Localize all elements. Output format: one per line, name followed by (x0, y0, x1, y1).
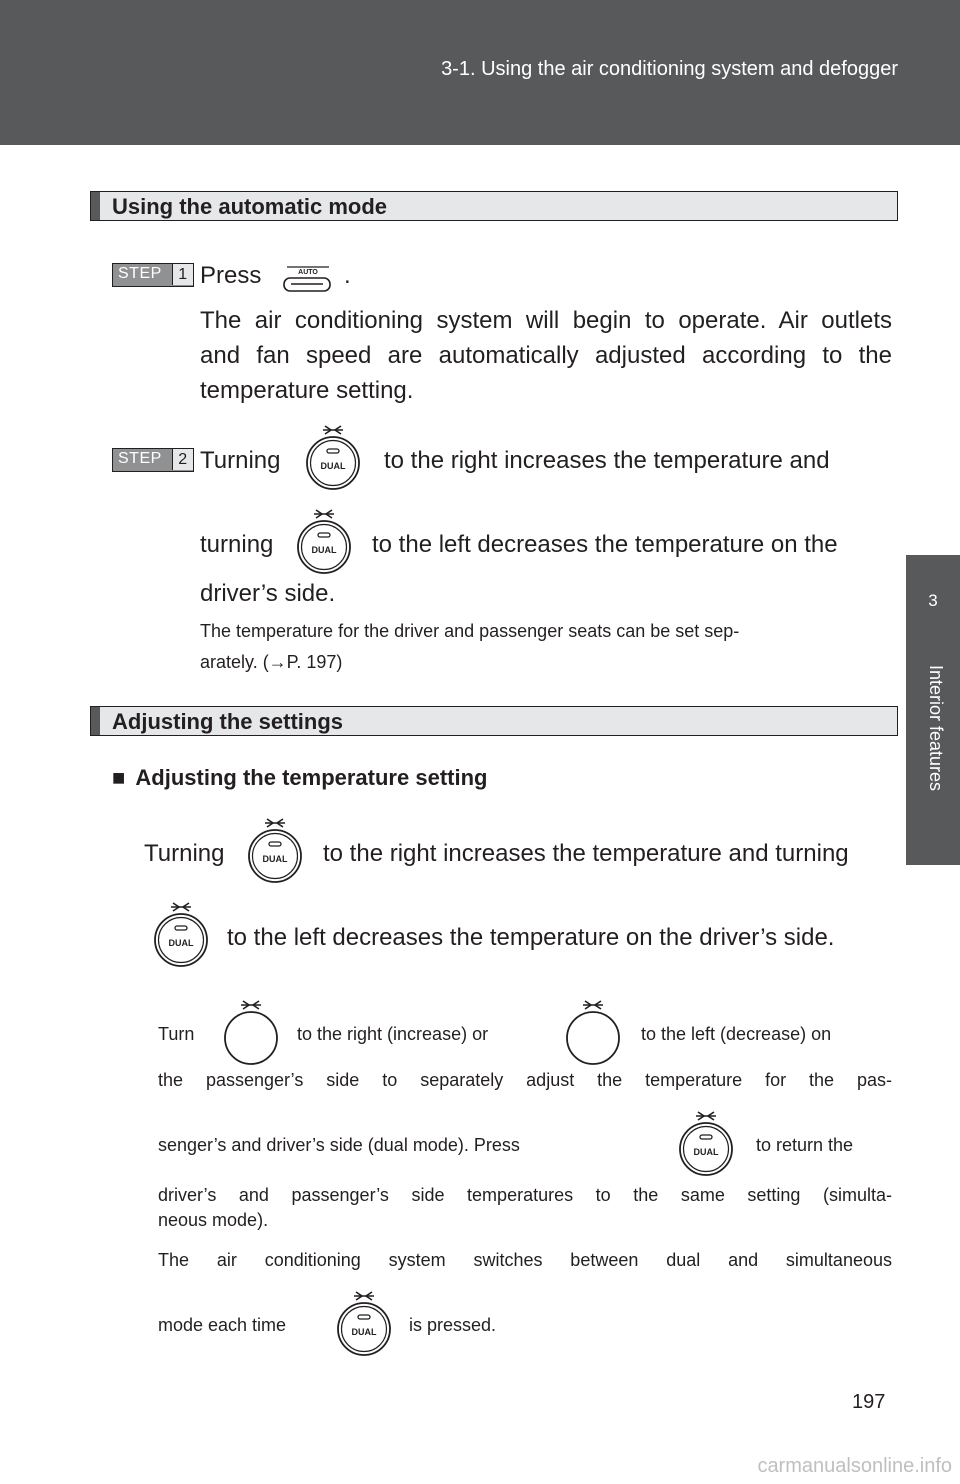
auto-button-icon: AUTO (281, 263, 333, 298)
svg-text:DUAL: DUAL (169, 938, 194, 948)
svg-text:DUAL: DUAL (694, 1147, 719, 1157)
body-text: to the right increases the temperature a… (323, 840, 849, 867)
step-word: STEP (118, 265, 162, 282)
step-1-desc-line: and fan speed are automatically adjusted… (200, 342, 892, 369)
step-2-text: driver’s side. (200, 580, 336, 607)
svg-text:DUAL: DUAL (352, 1327, 377, 1337)
dual-dial-icon: DUAL (294, 505, 354, 575)
step-number: 1 (172, 264, 193, 285)
note-text: neous mode). (158, 1210, 269, 1230)
step-1-desc-line: The air conditioning system will begin t… (200, 307, 892, 334)
body-text: to the left decreases the temperature on… (227, 924, 835, 951)
note-text: driver’s and passenger’s side temperatur… (158, 1185, 892, 1205)
step-1-desc-line: temperature setting. (200, 377, 414, 404)
step-2-text: turning (200, 531, 274, 558)
section-heading-text: Adjusting the settings (112, 709, 343, 734)
section-heading-automatic-mode: Using the automatic mode (90, 191, 898, 221)
note-text: mode each time (158, 1315, 287, 1335)
subheading-text: Adjusting the temperature setting (135, 765, 488, 790)
body-text: Turning (144, 840, 225, 867)
passenger-dial-icon (563, 996, 623, 1066)
auto-label: AUTO (298, 269, 318, 276)
chapter-label: Interior features (926, 665, 946, 792)
step-1-press-text: Press (200, 262, 262, 289)
svg-text:DUAL: DUAL (312, 545, 337, 555)
svg-text:DUAL: DUAL (321, 461, 346, 471)
chapter-number: 3 (928, 591, 938, 610)
section-heading-adjusting-settings: Adjusting the settings (90, 706, 898, 736)
step-2-text: to the left decreases the temperature on… (372, 531, 838, 558)
step-1-badge: STEP 1 (112, 263, 194, 287)
step-2-note: The temperature for the driver and passe… (200, 621, 740, 641)
chapter-tab: 3 Interior features (906, 555, 960, 865)
note-text: senger’s and driver’s side (dual mode). … (158, 1135, 520, 1155)
dual-dial-icon: DUAL (245, 814, 305, 884)
dual-dial-icon: DUAL (676, 1107, 736, 1177)
dual-dial-icon: DUAL (303, 421, 363, 491)
step-1-period: . (344, 262, 351, 289)
step-number: 2 (172, 449, 193, 470)
step-2-note: arately. (→P. 197) (200, 652, 343, 672)
svg-text:DUAL: DUAL (263, 854, 288, 864)
header-title: 3-1. Using the air conditioning system a… (441, 58, 898, 80)
dual-dial-icon: DUAL (151, 898, 211, 968)
bullet-icon: ■ (112, 765, 126, 790)
page-number: 197 (852, 1391, 886, 1413)
section-heading-text: Using the automatic mode (112, 194, 388, 219)
note-text: Turn (158, 1024, 195, 1044)
passenger-dial-icon (221, 996, 281, 1066)
note-text: the passenger’s side to separately adjus… (158, 1070, 892, 1090)
step-2-text: Turning (200, 447, 281, 474)
step-2-text: to the right increases the temperature a… (384, 447, 830, 474)
header-band: 3-1. Using the air conditioning system a… (0, 0, 960, 145)
dual-dial-icon: DUAL (334, 1287, 394, 1357)
step-word: STEP (118, 450, 162, 467)
note-text: is pressed. (409, 1315, 497, 1335)
watermark: carmanualsonline.info (757, 1455, 952, 1477)
note-text: The air conditioning system switches bet… (158, 1250, 892, 1270)
note-text: to return the (756, 1135, 854, 1155)
note-text: to the left (decrease) on (641, 1024, 832, 1044)
subheading-temperature-setting: ■ Adjusting the temperature setting (112, 765, 487, 791)
step-2-badge: STEP 2 (112, 448, 194, 472)
note-text: to the right (increase) or (297, 1024, 489, 1044)
